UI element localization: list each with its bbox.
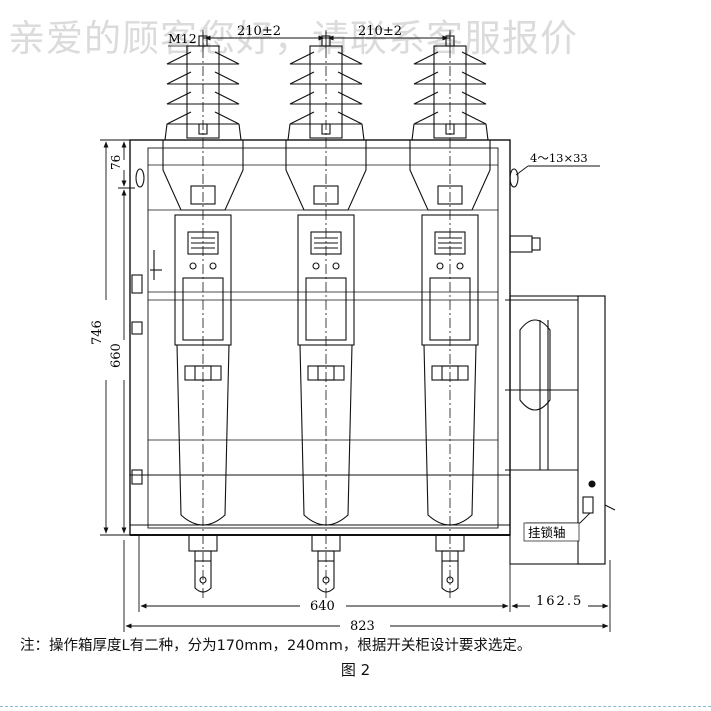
- width-162-label: 162.5: [536, 594, 583, 609]
- operating-mechanism: [505, 235, 616, 565]
- height-746-label: 746: [90, 320, 105, 345]
- bottom-divider: [0, 706, 711, 707]
- width-640-label: 640: [310, 599, 335, 614]
- lock-shaft-label: 挂锁轴: [528, 525, 566, 540]
- lock-shaft-callout: [526, 512, 591, 524]
- height-dimensions: [100, 139, 150, 536]
- width-dimensions: [123, 535, 611, 632]
- pole-2: [285, 30, 367, 600]
- figure-number: 图 2: [340, 661, 371, 679]
- width-823-label: 823: [350, 619, 375, 634]
- pitch-left-label: 210±2: [237, 24, 281, 39]
- left-mount-slots: [131, 168, 162, 485]
- right-mount-slot: [509, 168, 519, 188]
- slot-label: 4～13×33: [530, 151, 588, 165]
- switch-frame: [129, 139, 511, 536]
- pitch-dimension: [202, 32, 451, 48]
- pole-3: [409, 30, 491, 600]
- pole-1: [162, 30, 244, 600]
- height-660-label: 660: [109, 343, 124, 368]
- slot-callout: [515, 165, 600, 176]
- pitch-right-label: 210±2: [358, 24, 402, 39]
- height-76-label: 76: [109, 155, 123, 170]
- thread-label: M12: [168, 31, 197, 46]
- drawing-note: 注：操作箱厚度L有二种，分为170mm，240mm，根据开关柜设计要求选定。: [20, 638, 532, 654]
